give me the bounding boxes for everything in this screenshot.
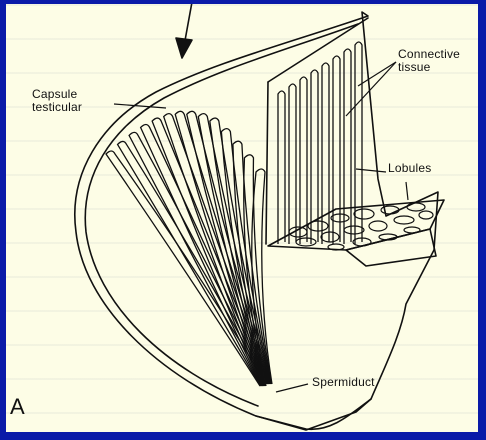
figure-letter: A	[10, 394, 25, 420]
cut-face-tubule	[278, 91, 285, 244]
pointer-arrow-head	[176, 38, 192, 58]
lobule-section	[381, 206, 399, 214]
lobule-section	[419, 211, 433, 219]
cut-face-tubule	[333, 56, 340, 244]
cut-face-left-edge	[266, 82, 268, 244]
lobule-section	[369, 221, 387, 231]
lobule-section	[296, 238, 316, 246]
label-spermiduct: Spermiduct	[312, 376, 375, 389]
lobule-section	[407, 203, 425, 211]
cut-face-tubule	[289, 84, 296, 244]
label-capsule: Capsule testicular	[32, 88, 82, 114]
tubules-group	[106, 111, 272, 386]
lobules-slab	[268, 200, 444, 250]
capsule-leader	[114, 104, 166, 108]
lobule-section	[344, 226, 364, 234]
lobule-section	[354, 209, 374, 219]
cut-face-tubules	[278, 42, 362, 244]
label-lobules: Lobules	[388, 162, 431, 175]
label-connective-line2: tissue	[398, 61, 460, 74]
diagram-frame: Capsule testicular Connective tissue Lob…	[6, 4, 478, 432]
lobules-leader-1	[356, 169, 386, 172]
lobules-leader-2	[406, 182, 408, 200]
lobule-section	[289, 227, 307, 237]
spermiduct-leader	[276, 384, 308, 392]
lobule-section	[321, 232, 339, 242]
cut-face-tubule	[355, 42, 362, 244]
label-connective-tissue: Connective tissue	[398, 48, 460, 74]
cut-face-tubule	[300, 77, 307, 244]
cut-face-tubule	[311, 70, 318, 244]
bottom-base	[256, 399, 371, 430]
lobule-section	[404, 227, 420, 233]
label-capsule-line2: testicular	[32, 101, 82, 114]
lobule-section	[394, 216, 414, 224]
